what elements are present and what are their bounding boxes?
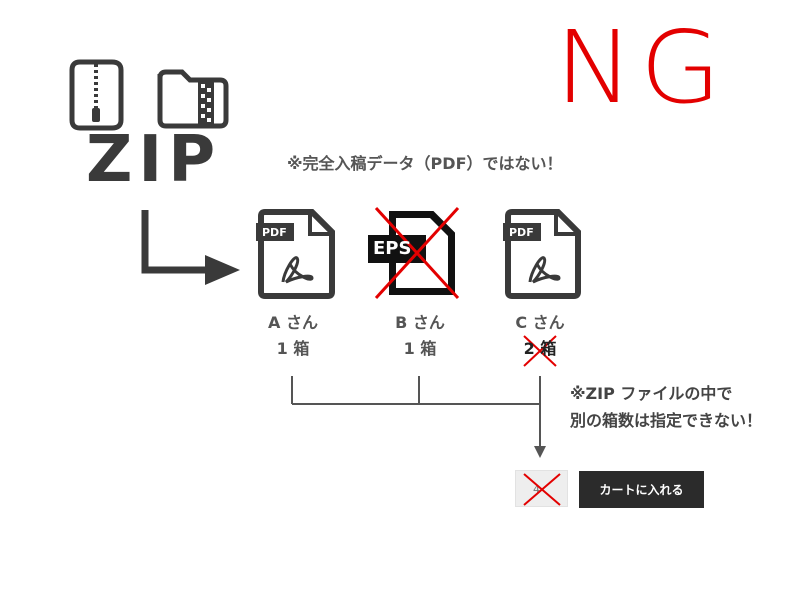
file-name: C さん [515,313,565,332]
file-badge-b: EPS [373,238,412,259]
file-badge-c: PDF [509,226,534,239]
quantity-value: 4 [533,483,540,496]
zip-folder-icon [157,69,229,129]
file-badge-a: PDF [262,226,287,239]
ng-mark: NG [555,9,728,126]
connector-lines [291,376,546,458]
file-name: A さん [268,313,318,332]
eps-file-icon [368,211,455,295]
add-to-cart-button[interactable]: カートに入れる [579,471,704,508]
note-not-complete-data: ※完全入稿データ（PDF）ではない！ [287,154,563,173]
file-qty: 1 箱 [276,339,310,358]
note-line-1: ※ZIP ファイルの中で [570,384,733,403]
file-name: B さん [395,313,445,332]
arrow-icon [141,210,240,285]
note-zip-box-count: ※ZIP ファイルの中で 別の箱数は指定できない！ [570,380,762,434]
pdf-file-icon [503,209,581,299]
file-qty: 1 箱 [403,339,437,358]
zip-file-icon [69,59,124,131]
file-label-b: B さん 1 箱 [375,310,465,362]
cross-mark-icon [523,335,557,367]
file-label-c: C さん 2 箱 [495,310,585,362]
zip-label: ZIP [86,123,222,197]
cross-mark-icon [374,206,460,300]
cross-mark-icon [523,473,561,506]
pdf-file-icon [256,209,335,299]
file-qty: 2 箱 [523,339,557,358]
file-label-a: A さん 1 箱 [248,310,338,362]
note-line-2: 別の箱数は指定できない！ [570,411,763,430]
quantity-input[interactable]: 4 [515,470,568,507]
